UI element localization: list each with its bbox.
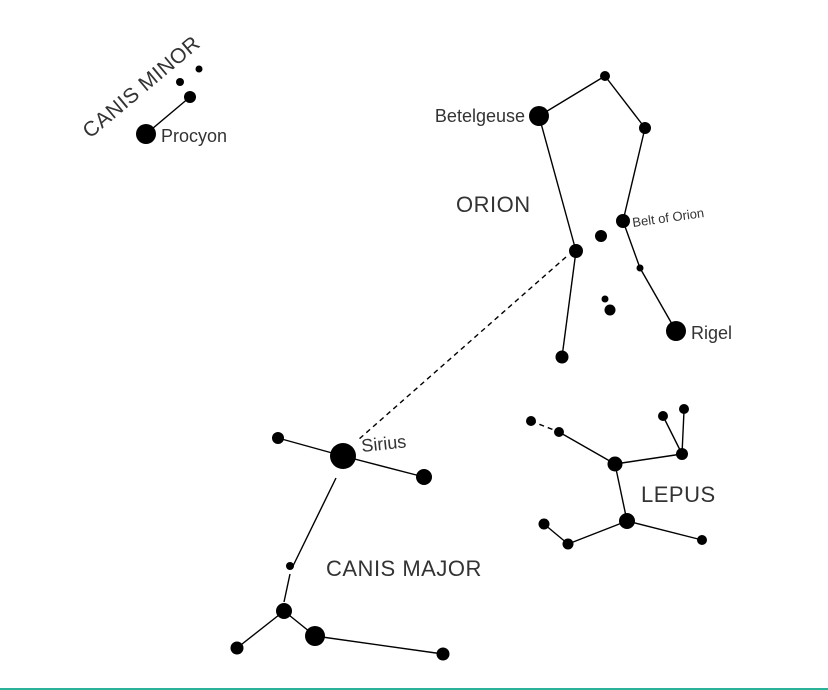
- star-canis-major-center: [305, 626, 325, 646]
- star-procyon: [136, 124, 156, 144]
- star-lepus-6: [679, 404, 689, 414]
- star-lepus-9: [562, 538, 574, 550]
- line-lepus-7: [626, 520, 703, 541]
- star-canis-major-mid: [286, 562, 294, 570]
- star-belt-1: [569, 244, 583, 258]
- label-orion: ORION: [456, 192, 531, 217]
- label-procyon: Procyon: [161, 126, 227, 146]
- star-lepus-8: [697, 535, 707, 545]
- star-sirius: [330, 443, 356, 469]
- star-canis-major-tail-east: [436, 647, 450, 661]
- star-orion-leg: [555, 350, 569, 364]
- star-canis-minor-4: [195, 65, 203, 73]
- line-orion-betelgeuse-belt: [538, 115, 577, 252]
- line-orion-sword-rigel: [639, 267, 677, 332]
- stars: [136, 65, 707, 661]
- line-lepus-4: [681, 410, 685, 455]
- label-belt-of-orion: Belt of Orion: [631, 205, 705, 230]
- line-orion-belt-sword: [622, 220, 641, 269]
- star-betelgeuse: [529, 106, 549, 126]
- line-canis-major-2: [342, 455, 425, 478]
- star-canis-minor-3: [176, 78, 184, 86]
- star-belt-2: [595, 230, 607, 242]
- star-rigel: [666, 321, 686, 341]
- star-orion-sword-top: [636, 264, 644, 272]
- bottom-border: [0, 688, 828, 690]
- label-sirius: Sirius: [360, 431, 407, 456]
- star-lepus-2: [554, 427, 564, 437]
- line-orion-betelgeuse-shoulder: [538, 75, 606, 117]
- line-canis-major-5: [236, 610, 285, 649]
- star-canis-major-west: [272, 432, 284, 444]
- line-canis-major-7: [314, 635, 444, 655]
- line-orion-belt-leg: [561, 250, 577, 358]
- star-lepus-5: [658, 411, 668, 421]
- label-lepus: LEPUS: [641, 482, 716, 507]
- line-orion-shoulder-arm: [604, 75, 646, 129]
- line-lepus-5: [662, 415, 683, 455]
- star-orion-nebula-1: [601, 295, 609, 303]
- line-canis-major-4: [283, 573, 291, 603]
- star-canis-major-tail-west: [230, 641, 244, 655]
- label-betelgeuse: Betelgeuse: [435, 106, 525, 126]
- star-lepus-10: [538, 518, 550, 530]
- star-canis-minor-2: [184, 91, 196, 103]
- star-lepus-4: [676, 448, 688, 460]
- star-lepus-1: [526, 416, 536, 426]
- line-lepus-3: [614, 453, 683, 465]
- line-orion-arm-belt: [622, 127, 646, 222]
- star-orion-arm: [639, 122, 651, 134]
- line-canis-major-3: [292, 477, 337, 567]
- line-lepus-2: [558, 431, 616, 465]
- star-orion-nebula-2: [604, 304, 616, 316]
- label-rigel: Rigel: [691, 323, 732, 343]
- star-belt-3: [616, 214, 630, 228]
- star-orion-shoulder: [600, 71, 610, 81]
- star-lepus-3: [607, 456, 623, 472]
- star-canis-major-east: [416, 469, 432, 485]
- star-canis-major-low: [276, 603, 292, 619]
- label-canis-major: CANIS MAJOR: [326, 556, 482, 581]
- star-lepus-7: [619, 513, 635, 529]
- line-belt-to-sirius: [357, 256, 567, 441]
- line-lepus-8: [567, 520, 628, 545]
- line-lepus-6: [614, 463, 628, 522]
